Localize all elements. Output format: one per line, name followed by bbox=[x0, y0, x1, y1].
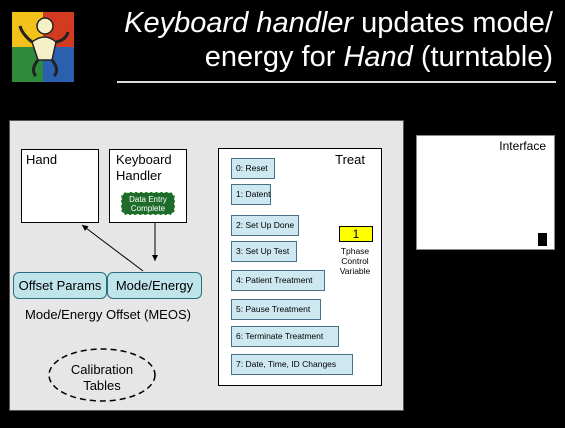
hand-label: Hand bbox=[26, 152, 58, 167]
treat-title: Treat bbox=[335, 152, 365, 167]
tphase-value: 1 bbox=[339, 226, 373, 242]
offset-params-box: Offset Params bbox=[13, 272, 107, 299]
treat-box: Treat 0: Reset 1: Datent 2: Set Up Done … bbox=[218, 148, 382, 386]
title-divider bbox=[117, 81, 556, 83]
interface-panel: Interface bbox=[416, 135, 555, 250]
cursor-block bbox=[538, 233, 547, 246]
title-line-1: Keyboard handler updates mode/ bbox=[124, 7, 553, 39]
treat-step-4: 4: Patient Treatment bbox=[231, 270, 325, 291]
diagram-panel: Hand Keyboard Handler Data Entry Complet… bbox=[9, 120, 404, 411]
treat-step-6: 6: Terminate Treatment bbox=[231, 326, 339, 347]
tphase-label: Tphase Control Variable bbox=[339, 246, 371, 276]
logo-icon bbox=[12, 12, 74, 82]
arrow-mode-to-hand bbox=[81, 224, 144, 272]
keyboard-handler-box: Keyboard Handler Data Entry Complete bbox=[109, 149, 187, 223]
interface-label: Interface bbox=[499, 139, 546, 153]
treat-step-7: 7: Date, Time, ID Changes bbox=[231, 354, 353, 375]
calibration-tables-ellipse bbox=[48, 348, 156, 402]
treat-step-2: 2: Set Up Done bbox=[231, 215, 299, 236]
meos-caption: Mode/Energy Offset (MEOS) bbox=[25, 307, 191, 322]
calibration-tables-label: Calibration Tables bbox=[70, 362, 134, 393]
treat-step-0: 0: Reset bbox=[231, 158, 275, 179]
treat-step-5: 5: Pause Treatment bbox=[231, 299, 321, 320]
title-line-2: energy for Hand (turntable) bbox=[204, 41, 553, 73]
keyboard-handler-label: Keyboard Handler bbox=[116, 152, 172, 183]
treat-step-3: 3: Set Up Test bbox=[231, 241, 297, 262]
treat-step-1: 1: Datent bbox=[231, 184, 271, 205]
meos-arrows bbox=[81, 223, 158, 272]
hand-box: Hand bbox=[21, 149, 99, 223]
mode-energy-box: Mode/Energy bbox=[107, 272, 202, 299]
data-entry-complete-badge: Data Entry Complete bbox=[121, 192, 175, 215]
